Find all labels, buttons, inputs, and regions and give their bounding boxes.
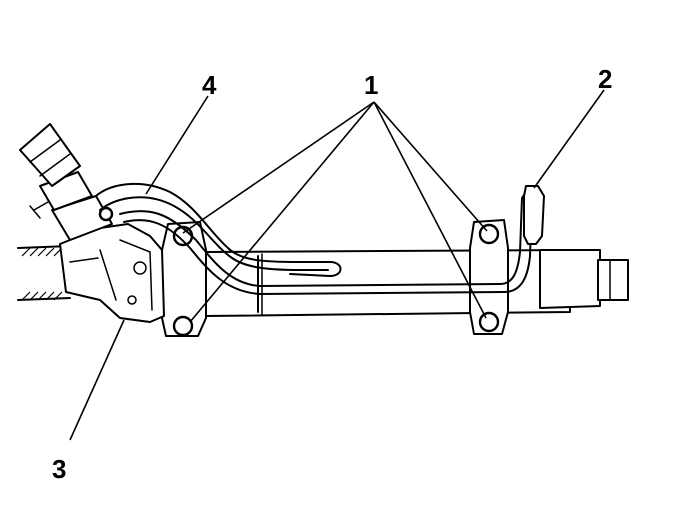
mount-bracket-right [469, 219, 509, 335]
callout-3: 3 [52, 454, 66, 484]
valve-housing [59, 223, 165, 323]
callout-2: 2 [598, 64, 612, 94]
callout-1: 1 [364, 70, 378, 100]
fluid-lines [95, 182, 545, 295]
mount-bolt-left-lower [172, 315, 194, 337]
callout-4: 4 [202, 70, 217, 100]
leader-lines [69, 89, 605, 441]
mount-bolt-right-upper [478, 223, 500, 245]
mount-bolt-right-lower [478, 311, 500, 333]
rack-housing [204, 249, 629, 317]
mount-bracket-left [161, 221, 207, 337]
pinion-shaft [19, 123, 113, 241]
